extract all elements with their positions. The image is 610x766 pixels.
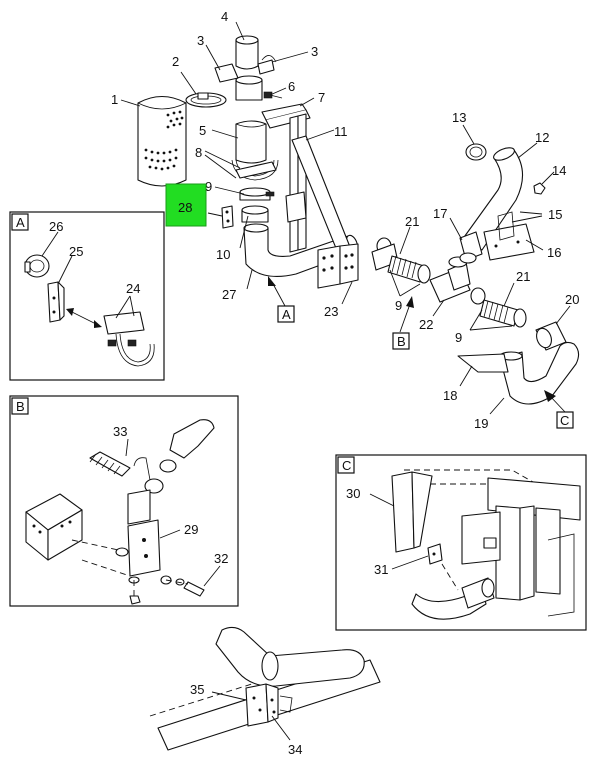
label-part-23: 23 (324, 304, 338, 319)
label-part-34: 34 (288, 742, 302, 757)
support-frame-part-11 (285, 113, 353, 259)
label-part-35: 35 (190, 682, 204, 697)
flex-bellows-part-21-left (371, 237, 431, 284)
label-part-11: 11 (334, 124, 348, 139)
view-ref-a: A (282, 307, 291, 322)
bolt-part-6 (263, 91, 283, 99)
nut-part-14 (533, 182, 546, 195)
bracket-part-18 (457, 353, 509, 373)
bellows-detail-b-part-33 (89, 451, 131, 477)
view-reference-tags: A B C (277, 305, 574, 429)
label-part-28: 28 (178, 200, 192, 215)
tee-connector-part-22 (429, 256, 471, 303)
label-part-4: 4 (221, 9, 228, 24)
bracket-part-30 (391, 471, 433, 553)
label-part-29: 29 (184, 522, 198, 537)
label-part-30: 30 (346, 486, 360, 501)
label-part-10: 10 (216, 247, 230, 262)
panel-a-tag: A (16, 215, 25, 230)
label-part-1: 1 (111, 92, 118, 107)
label-part-3: 3 (311, 44, 318, 59)
label-part-21: 21 (516, 269, 530, 284)
label-part-18: 18 (443, 388, 457, 403)
frame-rail-detail-c (404, 469, 581, 617)
clamp-part-13 (465, 143, 487, 161)
detail-panel-b: B (9, 395, 239, 607)
clamp-plate-part-29 (71, 519, 161, 577)
mount-bracket-detail-b (25, 493, 83, 561)
heat-shield-part-1 (137, 95, 187, 187)
sleeve-part-20 (535, 321, 567, 351)
label-part-7: 7 (318, 90, 325, 105)
part-number-labels: 1 2 3 3 4 6 7 5 8 9 10 11 27 23 13 12 14… (111, 9, 579, 431)
label-part-20: 20 (565, 292, 579, 307)
outlet-elbow-part-19 (499, 341, 580, 405)
label-part-17: 17 (433, 206, 447, 221)
elbow-pipe-part-12 (461, 147, 524, 251)
label-part-19: 19 (474, 416, 488, 431)
bottom-assembly-view: 35 34 (149, 626, 381, 757)
label-part-5: 5 (199, 123, 206, 138)
pipe-detail-b (127, 419, 215, 525)
u-bolt-part-24 (103, 311, 155, 367)
label-part-21: 21 (405, 214, 419, 229)
label-part-15: 15 (548, 207, 562, 222)
label-part-9: 9 (395, 298, 402, 313)
panel-b-tag: B (16, 399, 25, 414)
detail-panel-a: A 26 25 24 (9, 211, 165, 381)
clamp-ring-part-9 (239, 187, 275, 201)
clip-part-28 (221, 205, 234, 229)
sleeve-part-10 (241, 205, 269, 223)
label-part-2: 2 (172, 54, 179, 69)
view-ref-c: C (560, 413, 569, 428)
label-part-33: 33 (113, 424, 127, 439)
hardware-detail-b (115, 547, 205, 605)
label-part-14: 14 (552, 163, 566, 178)
label-part-12: 12 (535, 130, 549, 145)
label-part-27: 27 (222, 287, 236, 302)
label-part-31: 31 (374, 562, 388, 577)
shield-part-5 (235, 120, 267, 164)
band-clamp-part-2 (185, 92, 227, 108)
label-part-16: 16 (547, 245, 561, 260)
u-bolt-clamp-part-4 (214, 35, 277, 101)
label-part-13: 13 (452, 110, 466, 125)
elbow-outlet-part-17 (459, 231, 483, 264)
label-part-24: 24 (126, 281, 140, 296)
detail-panel-c: C 30 31 (335, 454, 587, 631)
label-part-6: 6 (288, 79, 295, 94)
clip-part-31 (427, 543, 443, 565)
label-part-32: 32 (214, 551, 228, 566)
mount-plate-part-23 (317, 243, 359, 289)
label-part-3: 3 (197, 33, 204, 48)
view-ref-b: B (397, 334, 406, 349)
bracket-part-25 (47, 281, 65, 323)
label-part-9: 9 (455, 330, 462, 345)
mount-bracket-part-16 (483, 211, 535, 261)
flex-bellows-part-21-right (470, 287, 527, 328)
leader-lines (120, 21, 571, 415)
label-part-22: 22 (419, 317, 433, 332)
label-part-25: 25 (69, 244, 83, 259)
highlighted-part-28-callout[interactable]: 28 (165, 183, 207, 227)
label-part-8: 8 (195, 145, 202, 160)
pipe-detail-c (411, 563, 495, 620)
panel-c-tag: C (342, 458, 351, 473)
main-exploded-view: 1 2 3 3 4 6 7 5 8 9 10 11 27 23 13 12 14… (111, 9, 579, 431)
band-clamp-part-26 (24, 254, 50, 278)
label-part-26: 26 (49, 219, 63, 234)
label-part-9: 9 (205, 179, 212, 194)
